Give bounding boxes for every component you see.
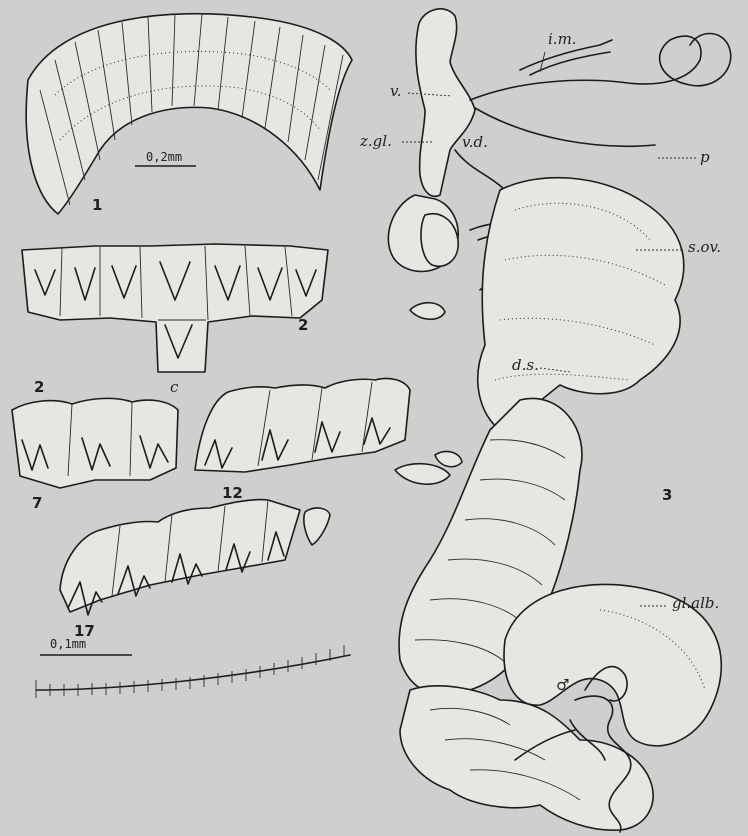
figure-2-side-number: 2: [298, 316, 308, 334]
figure-7-number: 7: [32, 494, 42, 512]
label-glalb: gl.alb.: [672, 594, 719, 612]
label-ds: d.s.: [512, 356, 539, 374]
label-p: p: [700, 148, 710, 166]
scale-label-01mm: 0,1mm: [50, 637, 86, 651]
figure-2-number: 2: [34, 378, 44, 396]
label-zgl: z.gl.: [359, 132, 392, 150]
central-tooth-label: c: [170, 378, 179, 396]
label-sov: s.ov.: [688, 238, 721, 256]
figure-12-number: 12: [222, 484, 243, 502]
label-im: i.m.: [548, 30, 577, 48]
scale-label-02mm: 0,2mm: [146, 150, 182, 164]
label-vd: v.d.: [462, 133, 488, 151]
label-male: ♂: [556, 676, 569, 694]
label-v: v.: [390, 82, 401, 100]
figure-1-number: 1: [92, 196, 102, 214]
figure-3-number: 3: [662, 486, 672, 504]
